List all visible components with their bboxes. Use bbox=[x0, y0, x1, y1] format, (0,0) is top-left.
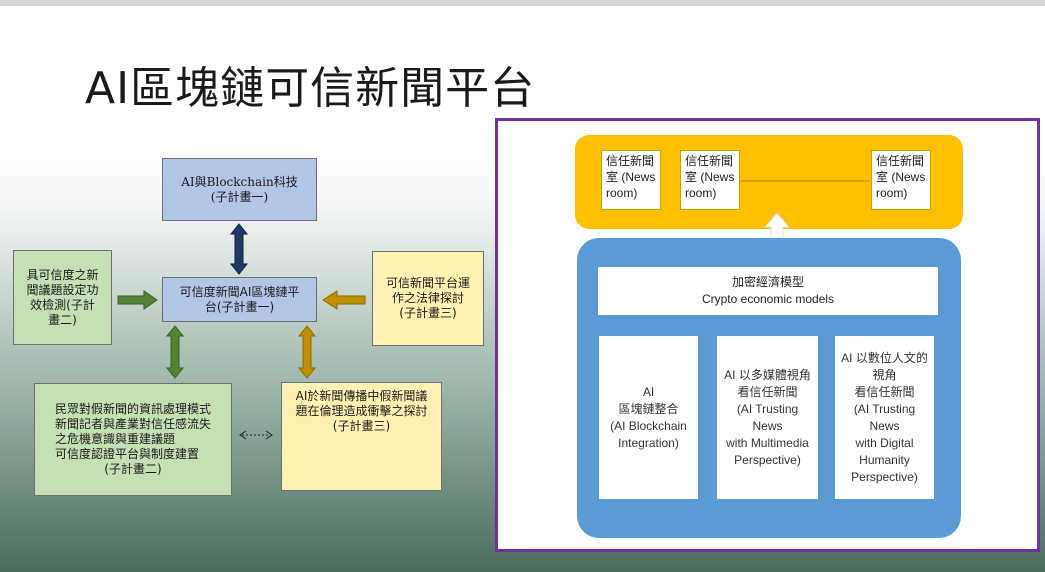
room3-line-2: 室 (News bbox=[876, 170, 926, 184]
card3-line-4: with Digital bbox=[855, 435, 914, 450]
card2-line-3: (AI Trusting News bbox=[736, 401, 799, 433]
room3-line-1: 信任新聞 bbox=[876, 154, 925, 168]
room2-line-2: 室 (News bbox=[685, 170, 735, 184]
bottom-right-line-1: AI於新聞傳播中假新聞議 bbox=[295, 389, 428, 403]
gold-double-arrow bbox=[297, 325, 317, 379]
card3-line-2: 看信任新聞 bbox=[854, 384, 915, 399]
right-box-line-1: 可信新聞平台運 bbox=[385, 276, 470, 290]
left-box-line-3: 效檢測(子計 bbox=[30, 297, 95, 312]
green-double-arrow bbox=[165, 325, 185, 379]
top-box-line-1: AI與Blockchain科技 bbox=[181, 174, 298, 189]
room3-line-3: room) bbox=[876, 186, 908, 200]
left-box-line-2: 聞議題設定功 bbox=[26, 282, 99, 297]
bottom-right-box-ethics: AI於新聞傳播中假新聞議 題在倫理造成衝擊之探討 (子計畫三) bbox=[281, 382, 442, 491]
crypto-economic-models-box: 加密經濟模型 Crypto economic models bbox=[598, 267, 938, 315]
crypto-line-2: Crypto economic models bbox=[701, 292, 835, 306]
top-box-line-2: (子計畫一) bbox=[210, 189, 269, 204]
room1-line-3: room) bbox=[606, 186, 638, 200]
gold-left-arrow bbox=[322, 290, 366, 310]
card2-line-1: AI 以多媒體視角 bbox=[724, 367, 811, 382]
dotted-double-arrow bbox=[239, 430, 273, 440]
left-box-agenda-setting: 具可信度之新 聞議題設定功 效檢測(子計 畫二) bbox=[13, 250, 112, 345]
green-right-arrow bbox=[117, 290, 158, 310]
slide-title: AI區塊鏈可信新聞平台 bbox=[85, 63, 536, 114]
center-box-platform: 可信度新聞AI區塊鏈平 台(子計畫一) bbox=[162, 277, 317, 322]
right-box-line-2: 作之法律探討 bbox=[391, 291, 464, 305]
card2-line-4: with Multimedia bbox=[726, 435, 809, 450]
room1-line-2: 室 (News bbox=[606, 170, 656, 184]
bottom-left-line-4: 可信度認證平台與制度建置 bbox=[54, 447, 199, 461]
room2-line-3: room) bbox=[685, 186, 717, 200]
bottom-left-line-2: 新聞記者與產業對信任感流失 bbox=[54, 417, 211, 431]
card-ai-digital-humanity: AI 以數位人文的視角 看信任新聞 (AI Trusting News with… bbox=[835, 336, 934, 499]
left-box-line-1: 具可信度之新 bbox=[26, 267, 99, 282]
card1-line-4: Integration) bbox=[618, 435, 679, 450]
bottom-left-line-3: 之危機意識與重建議題 bbox=[54, 432, 175, 446]
bottom-right-line-3: (子計畫三) bbox=[332, 419, 391, 433]
right-box-legal: 可信新聞平台運 作之法律探討 (子計畫三) bbox=[372, 251, 484, 346]
card1-line-2: 區塊鏈整合 bbox=[618, 401, 679, 416]
bottom-left-box-public-perception: 民眾對假新聞的資訊處理模式 新聞記者與產業對信任感流失 之危機意識與重建議題 可… bbox=[34, 383, 232, 496]
newsroom-box-3: 信任新聞 室 (News room) bbox=[871, 150, 931, 210]
card-ai-blockchain: AI 區塊鏈整合 (AI Blockchain Integration) bbox=[599, 336, 698, 499]
card1-line-3: (AI Blockchain bbox=[610, 418, 687, 433]
newsroom-box-2: 信任新聞 室 (News room) bbox=[680, 150, 740, 210]
bottom-left-line-5: (子計畫二) bbox=[104, 462, 162, 476]
card1-line-1: AI bbox=[642, 384, 655, 399]
bottom-left-line-1: 民眾對假新聞的資訊處理模式 bbox=[54, 402, 211, 416]
center-box-line-1: 可信度新聞AI區塊鏈平 bbox=[179, 284, 300, 299]
right-box-line-3: (子計畫三) bbox=[399, 306, 457, 320]
top-box-ai-blockchain: AI與Blockchain科技 (子計畫一) bbox=[162, 158, 317, 221]
left-box-line-4: 畫二) bbox=[48, 312, 77, 327]
navy-double-arrow bbox=[229, 223, 249, 275]
card3-line-3: (AI Trusting News bbox=[853, 401, 916, 433]
newsroom-box-1: 信任新聞 室 (News room) bbox=[601, 150, 661, 210]
room2-line-1: 信任新聞 bbox=[685, 154, 734, 168]
card2-line-5: Perspective) bbox=[734, 452, 801, 467]
left-diagram-arrows bbox=[117, 223, 366, 440]
card3-line-5: Humanity bbox=[859, 452, 910, 467]
card3-line-1: AI 以數位人文的視角 bbox=[841, 350, 928, 382]
card2-line-2: 看信任新聞 bbox=[737, 384, 798, 399]
card-ai-multimedia: AI 以多媒體視角 看信任新聞 (AI Trusting News with M… bbox=[717, 336, 818, 499]
top-border bbox=[0, 0, 1045, 6]
card3-line-6: Perspective) bbox=[851, 469, 918, 484]
center-box-line-2: 台(子計畫一) bbox=[204, 299, 275, 314]
bottom-right-line-2: 題在倫理造成衝擊之探討 bbox=[295, 404, 428, 418]
room1-line-1: 信任新聞 bbox=[606, 154, 655, 168]
crypto-line-1: 加密經濟模型 bbox=[731, 275, 804, 289]
